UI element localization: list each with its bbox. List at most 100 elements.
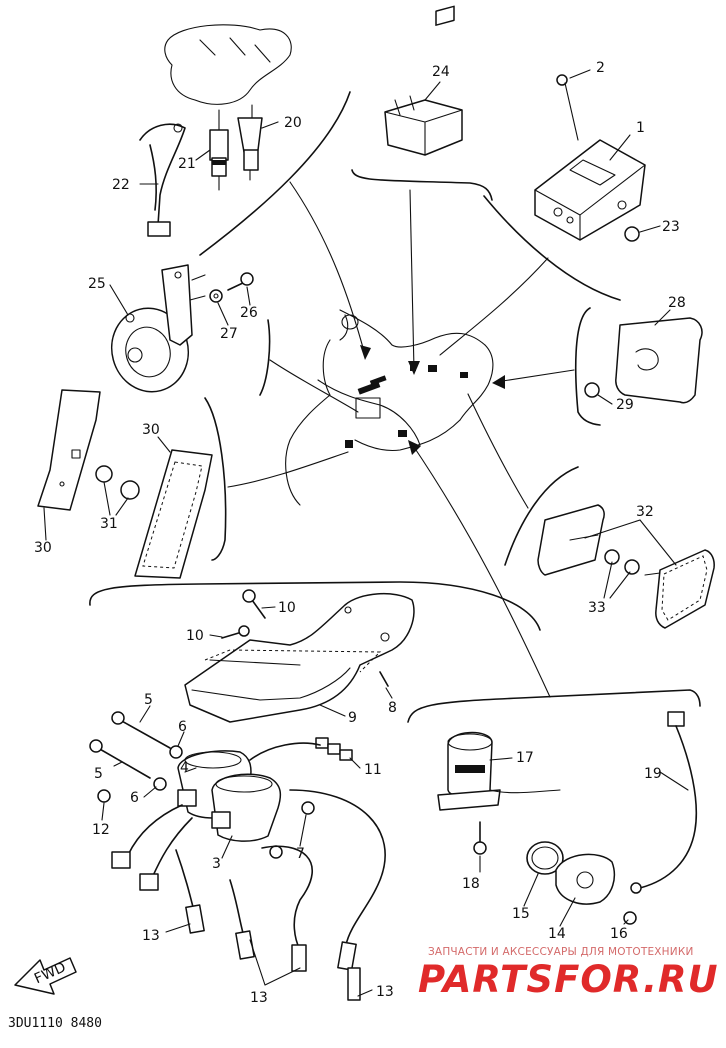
lead-part-19	[630, 711, 698, 894]
part-label-2: 2	[596, 60, 605, 76]
nut-part-12	[97, 789, 111, 803]
leader-30a	[43, 507, 47, 541]
bolt-part-18	[473, 821, 487, 855]
part-label-13-left: 13	[142, 928, 160, 944]
leader-7	[299, 814, 307, 847]
arrowhead-tail	[492, 375, 505, 389]
leader-5a	[139, 705, 151, 723]
leader-to-reflector	[227, 451, 349, 488]
group-bracket-top-center	[351, 169, 493, 201]
nut-part-23	[624, 226, 640, 242]
group-bracket-left	[204, 397, 227, 561]
leader-15	[523, 873, 539, 907]
part-label-18: 18	[462, 876, 480, 892]
group-bracket-horn	[259, 319, 271, 396]
part-label-3: 3	[212, 856, 221, 872]
leader-to-tail-reflector	[495, 369, 575, 383]
catalog-number: 3DU1110 8480	[8, 1016, 102, 1031]
leader-31	[103, 481, 129, 516]
switch-part-20	[237, 104, 263, 181]
part-label-5-bottom: 5	[94, 766, 103, 782]
part-label-17: 17	[516, 750, 534, 766]
coil-part-3	[211, 773, 282, 842]
part-label-6-top: 6	[178, 719, 187, 735]
leader-to-sensor	[411, 443, 551, 698]
leader-20	[261, 121, 279, 129]
leader-to-sender	[289, 181, 366, 356]
leader-19	[659, 771, 689, 791]
leader-12	[101, 802, 105, 821]
signal-part-32-front	[537, 504, 605, 576]
part-label-19: 19	[644, 766, 662, 782]
screw-part-2	[556, 74, 579, 141]
leader-2	[569, 69, 591, 79]
part-label-12: 12	[92, 822, 110, 838]
leader-14	[559, 897, 576, 927]
pin-part-8	[379, 671, 389, 687]
leader-3	[221, 835, 233, 859]
arrowhead-sensor	[408, 440, 421, 455]
coil-wires	[111, 742, 321, 891]
leader-27	[217, 302, 229, 326]
part-label-9: 9	[348, 710, 357, 726]
leader-4	[184, 767, 197, 773]
leader-16	[623, 919, 629, 925]
nut-part-29	[584, 382, 600, 398]
part-label-21: 21	[178, 156, 196, 172]
arrowhead-sender	[360, 345, 371, 360]
part-label-1: 1	[636, 120, 645, 136]
part-label-32: 32	[636, 504, 654, 520]
part-label-26: 26	[240, 305, 258, 321]
bolt-part-26	[227, 272, 254, 291]
part-label-13-bottom: 13	[250, 990, 268, 1006]
cable-part-22	[139, 123, 186, 237]
horn-part-25	[110, 264, 206, 393]
washer-part-27	[209, 289, 223, 303]
cover-part-14	[555, 853, 616, 905]
relay-part-24	[384, 5, 463, 156]
leader-1	[609, 134, 631, 161]
signal-part-32-rear	[644, 549, 715, 629]
part-label-25: 25	[88, 276, 106, 292]
leader-10a	[261, 606, 276, 609]
part-label-31: 31	[100, 516, 118, 532]
leader-10b	[209, 634, 223, 638]
part-label-22: 22	[112, 177, 130, 193]
watermark-logo: PARTSFOR.RU	[418, 958, 719, 1001]
part-label-16: 16	[610, 926, 628, 942]
part-label-30-right: 30	[142, 422, 160, 438]
group-bracket-top-left	[199, 91, 351, 256]
leader-26	[246, 286, 251, 306]
leader-32	[584, 519, 677, 566]
oring-part-15	[526, 841, 564, 875]
clip-part-11	[315, 737, 353, 761]
leader-21	[195, 149, 211, 161]
fwd-arrow-icon: FWD	[14, 957, 77, 995]
part-label-7: 7	[296, 846, 305, 862]
part-label-20: 20	[284, 115, 302, 131]
frame-outline	[285, 309, 494, 506]
leader-29	[597, 394, 613, 405]
part-label-15: 15	[512, 906, 530, 922]
part-label-10-left: 10	[186, 628, 204, 644]
washer-part-6	[153, 745, 183, 791]
leader-6a	[177, 731, 185, 747]
leader-6b	[143, 786, 157, 798]
leader-to-signal	[467, 393, 529, 509]
part-label-4: 4	[180, 760, 189, 776]
bolt-part-10-left	[221, 625, 250, 639]
leader-33	[603, 561, 631, 599]
leader-9	[319, 704, 346, 717]
part-label-5-top: 5	[144, 692, 153, 708]
part-label-27: 27	[220, 326, 238, 342]
group-bracket-right-mid	[574, 307, 601, 426]
switch-part-21	[209, 109, 229, 191]
master-cylinder-sketch	[164, 24, 292, 105]
group-bracket-bottom-right	[407, 689, 701, 723]
leader-8	[385, 687, 393, 699]
leader-11	[349, 757, 361, 769]
nut-part-7	[269, 801, 315, 859]
leader-5b	[113, 761, 123, 767]
part-label-13-right: 13	[376, 984, 394, 1000]
